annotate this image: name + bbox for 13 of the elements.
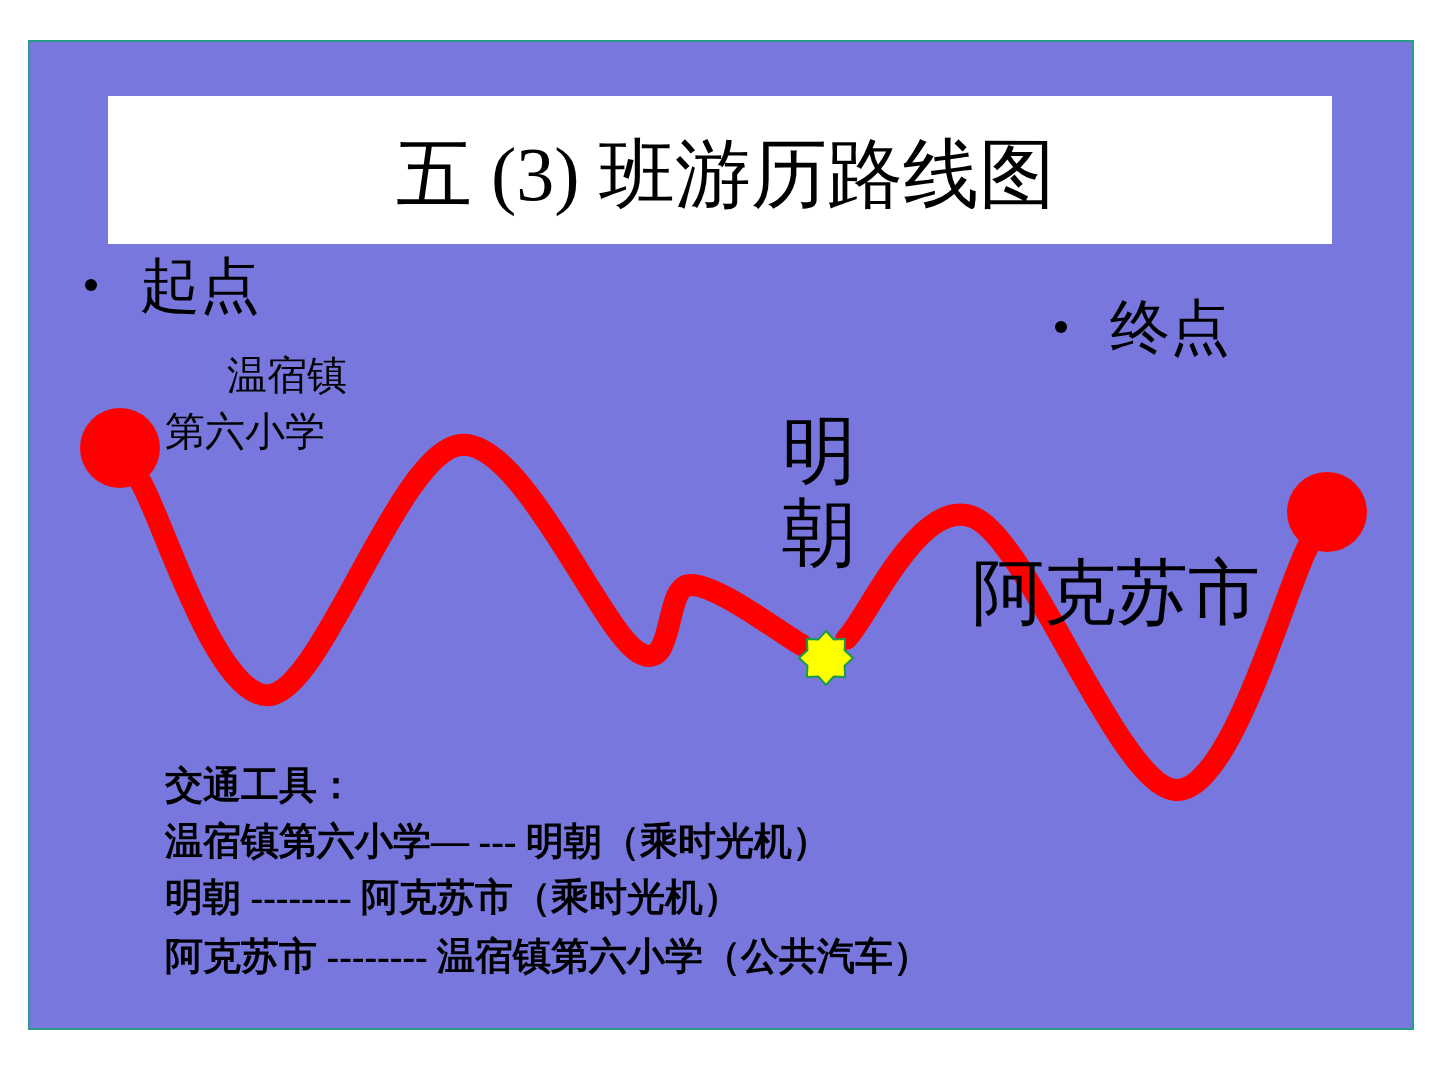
route-line xyxy=(835,503,1319,801)
heading-text: 终点 xyxy=(1110,294,1230,363)
title: 五 (3) 班游历路线图 xyxy=(396,131,1055,218)
note-text: 温宿镇第六小学— --- 明朝（乘时光机） xyxy=(165,819,830,864)
note-text: 明朝 -------- 阿克苏市（乘时光机） xyxy=(165,875,742,920)
route-end-dot xyxy=(80,408,160,488)
star-marker xyxy=(798,630,854,686)
place-label: 温宿镇第六小学 xyxy=(165,352,348,456)
place-label: 明朝 xyxy=(782,410,857,574)
note-text: 交通工具： xyxy=(165,763,355,808)
note-text: 阿克苏市 -------- 温宿镇第六小学（公共汽车） xyxy=(165,934,933,979)
route-end-dot xyxy=(1287,472,1367,552)
heading-text: 起点 xyxy=(140,252,260,321)
